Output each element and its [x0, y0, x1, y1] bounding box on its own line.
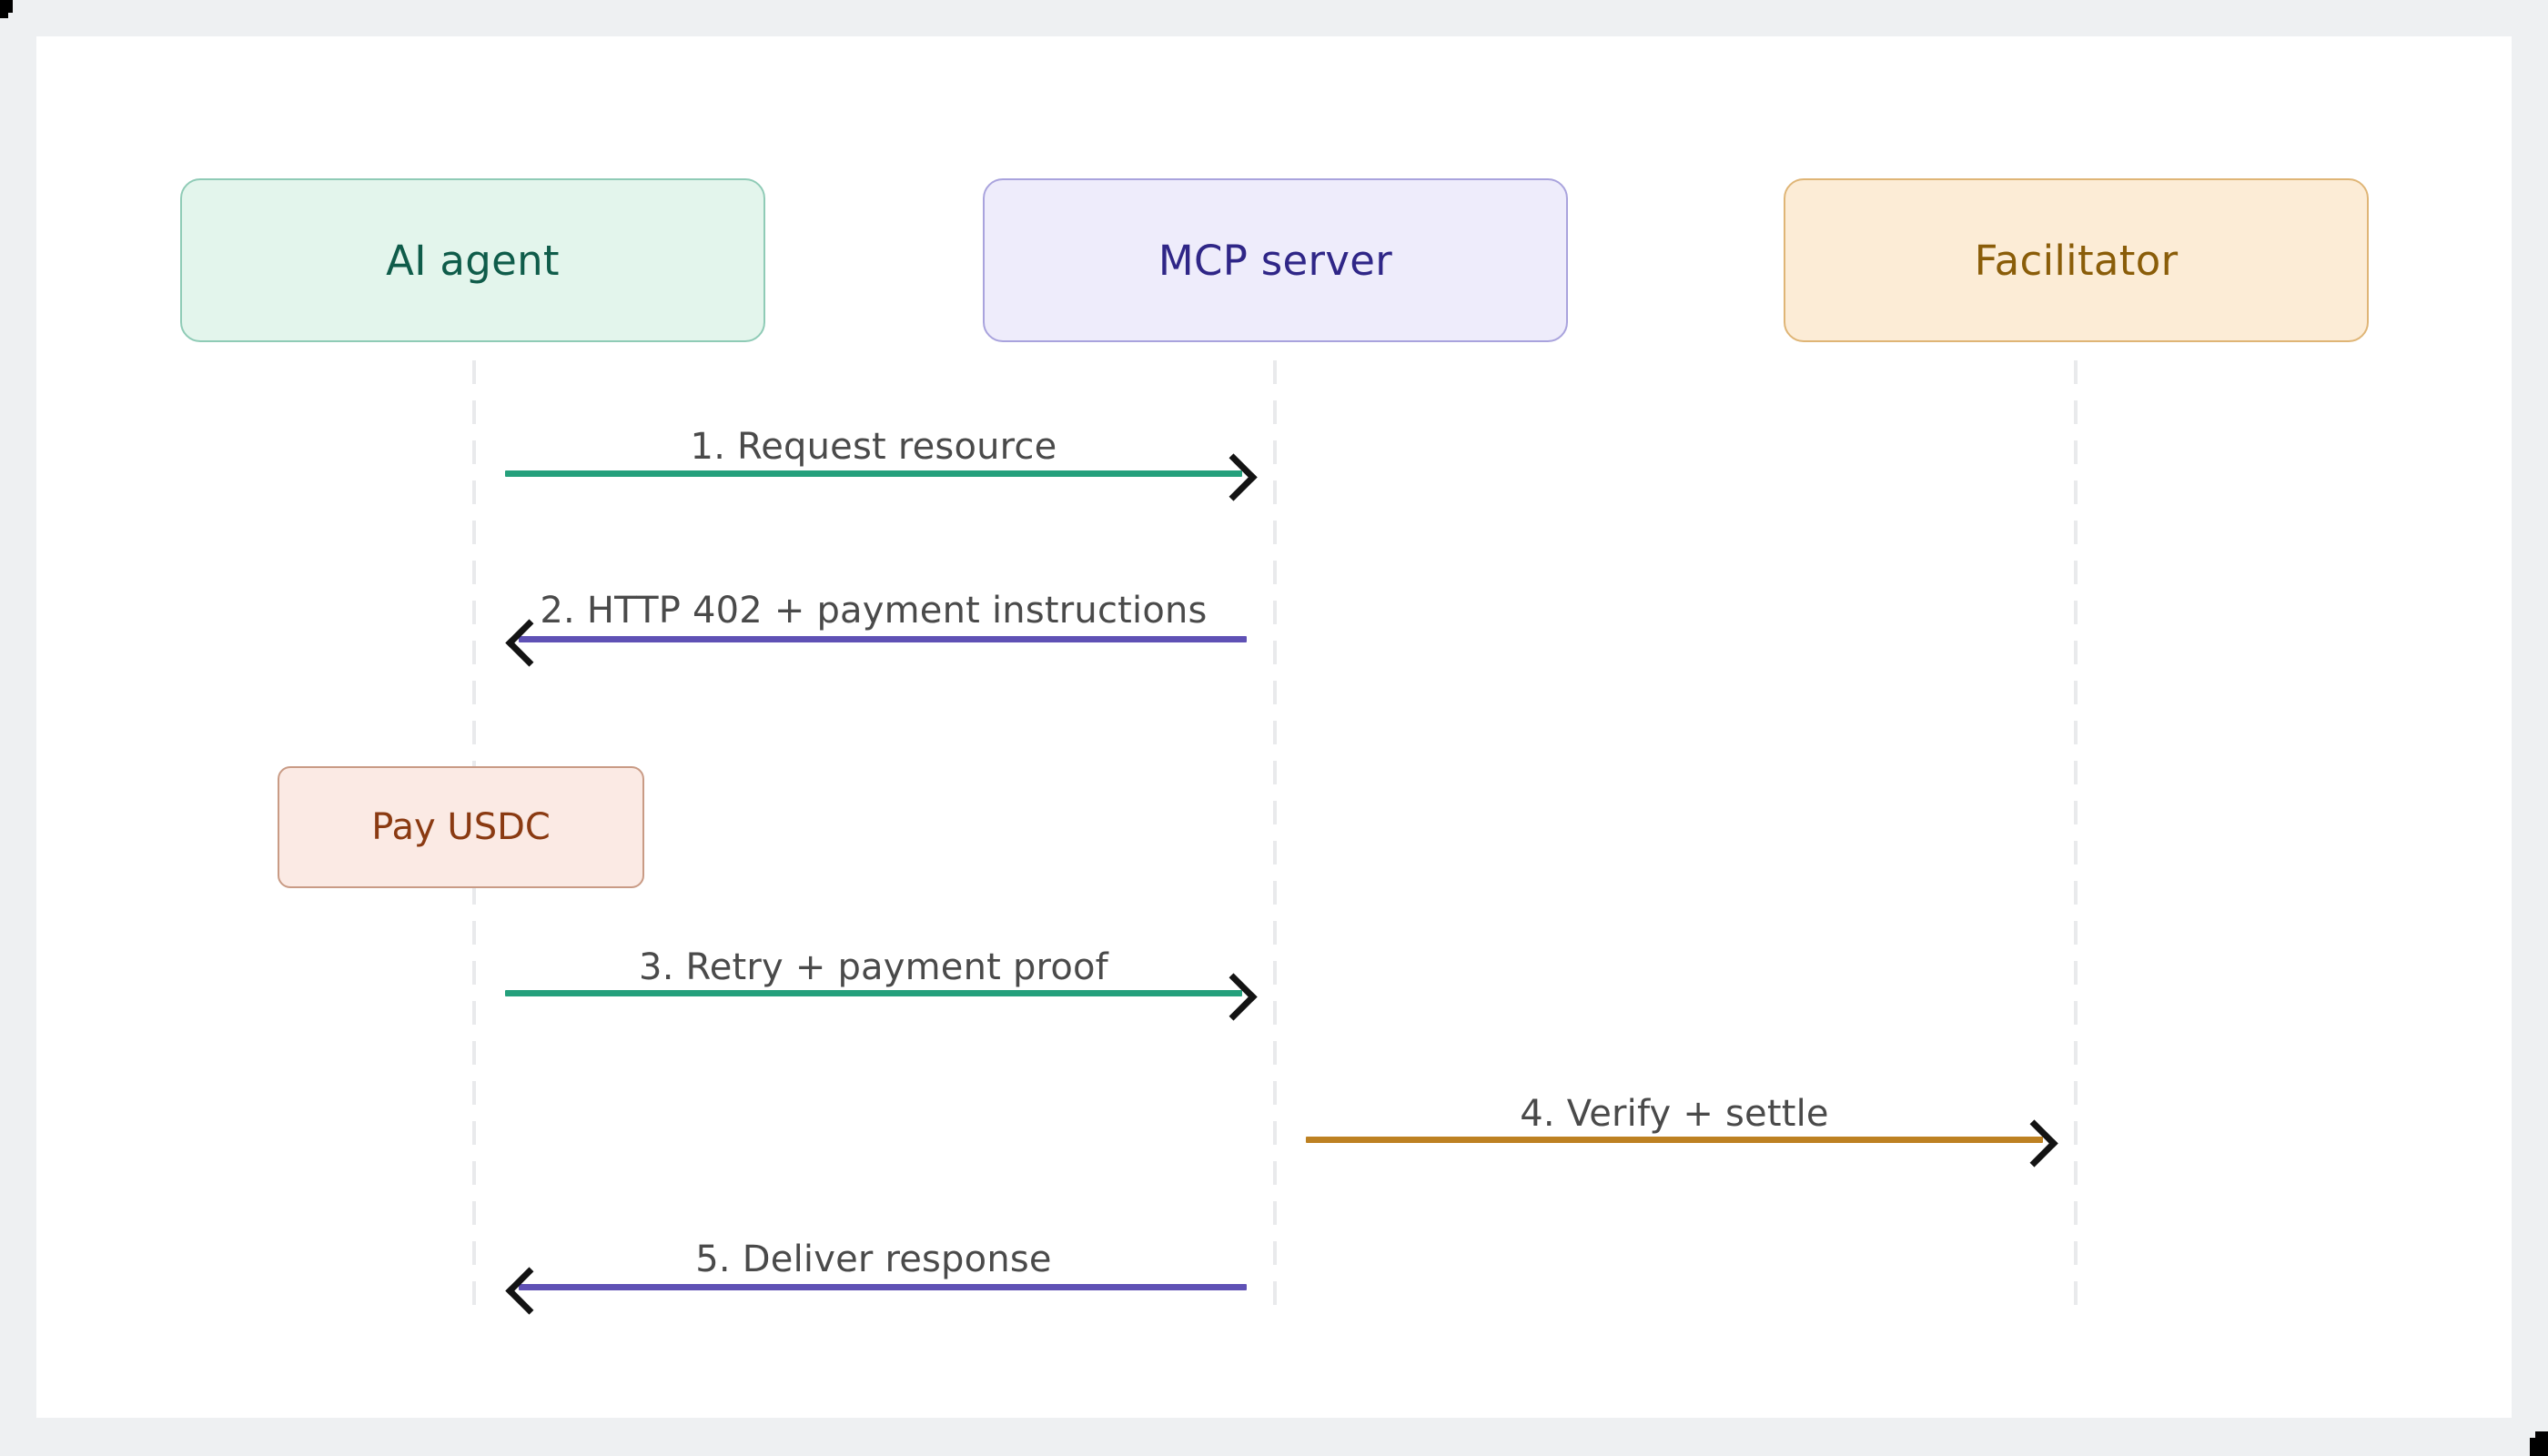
message-1-arrowhead-icon [1209, 453, 1258, 501]
participant-facilitator[interactable]: Facilitator [1784, 178, 2369, 342]
message-3-arrow-line [505, 990, 1242, 996]
participant-ai-agent[interactable]: AI agent [180, 178, 765, 342]
note-pay-usdc-label: Pay USDC [371, 806, 551, 848]
message-3-label: 3. Retry + payment proof [639, 946, 1108, 988]
lifeline-facilitator [2074, 360, 2078, 1321]
participant-mcp-server-label: MCP server [1158, 236, 1393, 285]
participant-ai-agent-label: AI agent [386, 236, 560, 285]
cursor-artifact-bottom-right-2 [2535, 1431, 2548, 1444]
message-2-arrow-line [519, 636, 1247, 642]
message-4-arrow-line [1306, 1137, 2043, 1143]
participant-mcp-server[interactable]: MCP server [983, 178, 1568, 342]
message-3-arrowhead-icon [1209, 973, 1258, 1021]
lifeline-mcp-server [1273, 360, 1277, 1321]
cursor-artifact-top-left-2 [0, 0, 8, 18]
message-2-label: 2. HTTP 402 + payment instructions [540, 590, 1208, 632]
message-1-label: 1. Request resource [690, 426, 1057, 468]
message-1-arrow-line [505, 470, 1242, 477]
message-5-arrow-line [519, 1284, 1247, 1290]
message-4-label: 4. Verify + settle [1520, 1093, 1829, 1135]
message-5-arrowhead-icon [505, 1267, 553, 1315]
message-4-arrowhead-icon [2010, 1119, 2058, 1168]
participant-facilitator-label: Facilitator [1974, 236, 2179, 285]
message-5-label: 5. Deliver response [695, 1239, 1052, 1280]
diagram-surface: AI agent MCP server Facilitator 1. Reque… [36, 36, 2512, 1418]
note-pay-usdc[interactable]: Pay USDC [278, 766, 644, 888]
